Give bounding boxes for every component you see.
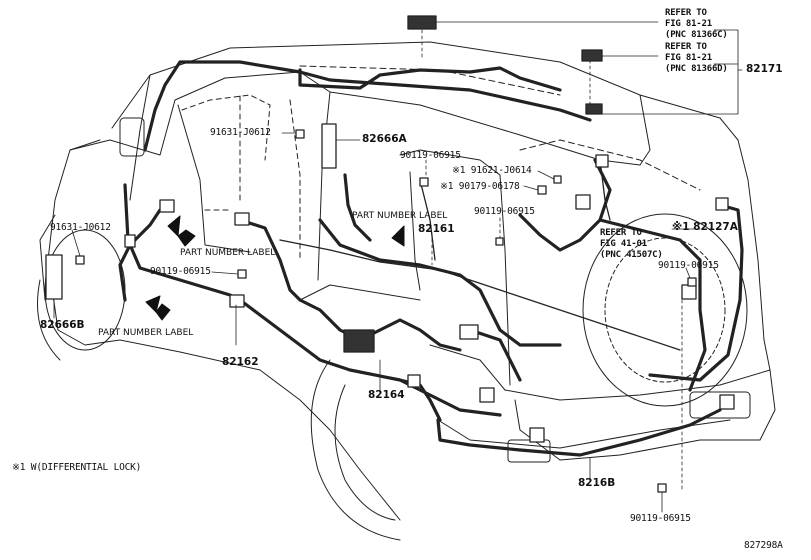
wire-harness (118, 60, 744, 457)
ref-line: REFER TO (665, 42, 707, 52)
label-arrows (145, 215, 405, 321)
figure-id: 827298A (744, 540, 783, 551)
ref-line: FIG 81-21 (665, 53, 712, 63)
ref-line: REFER TO (665, 8, 707, 18)
vehicle-body-outline (37, 41, 776, 541)
part-8216b[interactable]: 8216B (578, 477, 616, 489)
part-90119-06915-a[interactable]: 90119-06915 (400, 150, 461, 161)
footnote: ※1 W(DIFFERENTIAL LOCK) (12, 462, 142, 473)
part-90119-06915-d[interactable]: 90119-06915 (150, 266, 211, 277)
ref-fig41-01: REFER TO FIG 41-01 (PNC 41507C) (600, 228, 663, 261)
ref-line: FIG 41-01 (600, 239, 647, 249)
part-82164[interactable]: 82164 (368, 389, 405, 401)
ref-fig81-21-d: REFER TO FIG 81-21 (PNC 81366D) (665, 42, 728, 75)
part-91631-j0612-top[interactable]: 91631-J0612 (210, 127, 271, 138)
ref-line: REFER TO (600, 228, 642, 238)
connector-blocks (45, 15, 735, 493)
part-82666a[interactable]: 82666A (362, 133, 407, 145)
part-90119-06915-c[interactable]: 90119-06915 (658, 260, 719, 271)
part-82666b[interactable]: 82666B (40, 319, 85, 331)
part-82127a[interactable]: ※1 82127A (672, 221, 738, 233)
ref-line: FIG 81-21 (665, 19, 712, 29)
ref-fig81-21-c: REFER TO FIG 81-21 (PNC 81366C) (665, 8, 728, 41)
ref-line: (PNC 81366D) (665, 64, 728, 74)
part-number-label-lower: PART NUMBER LABEL (98, 328, 194, 338)
part-82171[interactable]: 82171 (746, 63, 783, 75)
part-90179-06178[interactable]: ※1 90179-06178 (440, 181, 520, 192)
leader-lines (53, 21, 743, 513)
part-91631-j0612-left[interactable]: 91631-J0612 (50, 222, 111, 233)
ref-line: (PNC 41507C) (600, 250, 663, 260)
part-91621-j0614[interactable]: ※1 91621-J0614 (452, 165, 532, 176)
part-90119-06915-b[interactable]: 90119-06915 (474, 206, 535, 217)
ref-line: (PNC 81366C) (665, 30, 728, 40)
part-number-label-front: PART NUMBER LABEL (180, 248, 276, 258)
part-82162[interactable]: 82162 (222, 356, 259, 368)
part-number-label-center: PART NUMBER LABEL (352, 211, 448, 221)
part-82161[interactable]: 82161 (418, 223, 455, 235)
wire-harness-thin (279, 159, 681, 351)
part-90119-06915-e[interactable]: 90119-06915 (630, 513, 691, 524)
